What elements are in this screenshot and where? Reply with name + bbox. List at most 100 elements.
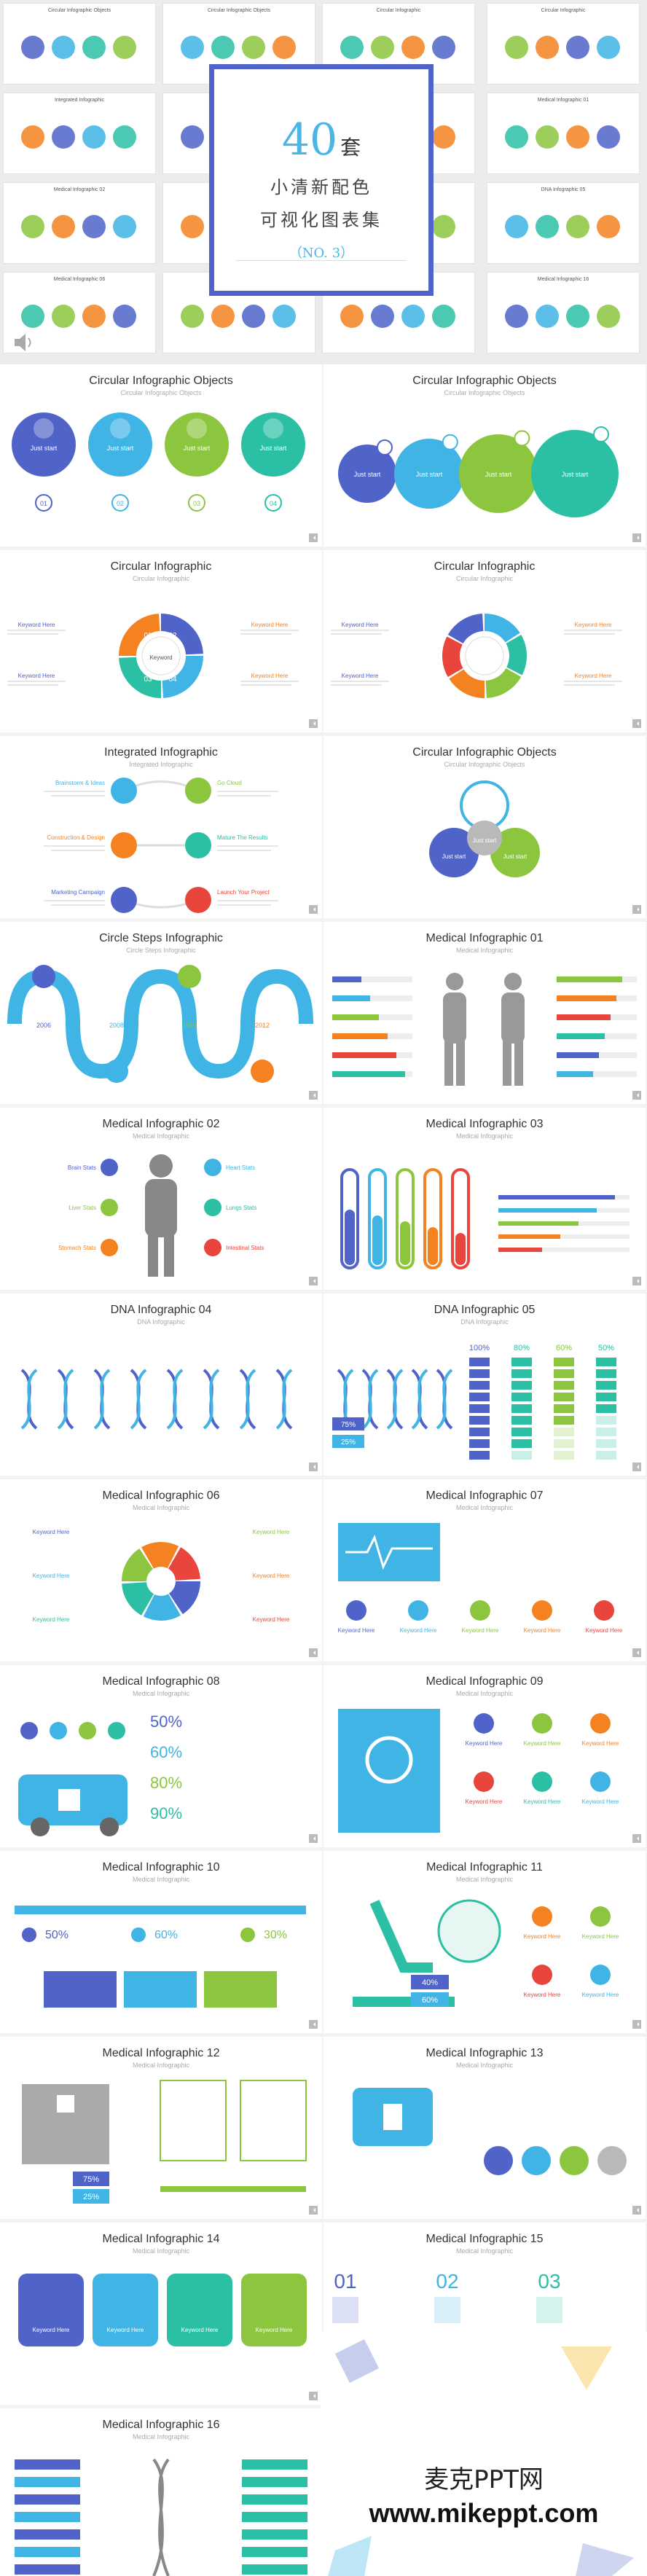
slide-nav-icon[interactable] <box>309 2020 318 2029</box>
slide-nav-icon[interactable] <box>309 1648 318 1657</box>
slide-subtitle: Medical Infographic <box>132 1876 190 1883</box>
first-aid-cross <box>383 2104 402 2130</box>
test-tube-fill <box>455 1233 466 1265</box>
slide-nav-icon[interactable] <box>309 1463 318 1471</box>
slide-graphic: 50%60%30% <box>15 1906 306 2008</box>
slide-title: DNA Infographic 05 <box>434 1304 536 1316</box>
thumbnail-mark <box>113 36 136 59</box>
slide-nav-icon[interactable] <box>632 905 641 914</box>
keyword-label: Keyword Here <box>33 1573 70 1579</box>
cover-thumbnail[interactable]: Circular Infographic <box>487 3 640 85</box>
percent-value: 60% <box>150 1743 182 1761</box>
slide-nav-icon[interactable] <box>309 1277 318 1285</box>
bar-fill <box>557 1033 605 1039</box>
slide-nav-icon[interactable] <box>309 2206 318 2215</box>
watermark-panel: 麦克PPT网 www.mikeppt.com <box>321 2332 647 2576</box>
text-placeholder <box>217 904 271 906</box>
thumbnail-mark <box>432 36 455 59</box>
thumbnail-mark <box>21 125 44 149</box>
cycle-segment <box>119 614 160 656</box>
bar-fill <box>498 1234 560 1239</box>
slide-nav-icon[interactable] <box>309 1834 318 1843</box>
cover-thumbnail[interactable]: Medical Infographic 06 <box>3 272 156 353</box>
bubble-label: Just start <box>354 471 381 478</box>
thumbnail-mark <box>82 125 106 149</box>
slide-nav-icon[interactable] <box>309 719 318 728</box>
slide-nav-icon[interactable] <box>632 1277 641 1285</box>
thumbnail-title: Medical Infographic 01 <box>537 98 589 103</box>
bubble-label: Just start <box>485 471 512 478</box>
thumbnail-mark <box>21 36 44 59</box>
slide-nav-icon[interactable] <box>632 2206 641 2215</box>
stat-block <box>511 1439 532 1448</box>
slide-title: Medical Infographic 12 <box>102 2047 220 2059</box>
text-placeholder <box>240 630 299 631</box>
body-leg <box>456 1038 465 1086</box>
bar-fill <box>498 1208 597 1213</box>
bubble-label: Just start <box>107 445 134 452</box>
slide-nav-icon[interactable] <box>632 1648 641 1657</box>
thumbnail-art <box>21 125 136 149</box>
cover-thumbnail[interactable]: Medical Infographic 02 <box>3 182 156 264</box>
cover-thumbnail[interactable]: Circular Infographic Objects <box>3 3 156 85</box>
slide-nav-icon[interactable] <box>632 1834 641 1843</box>
slide-nav-icon[interactable] <box>309 1091 318 1100</box>
keyword-tag <box>15 2564 80 2575</box>
cover-thumbnail[interactable]: Integrated Infographic <box>3 93 156 174</box>
slide-title: Medical Infographic 07 <box>426 1489 544 1502</box>
step-icon <box>536 2297 562 2323</box>
thumbnail-mark <box>113 305 136 328</box>
dna-strand <box>275 1369 293 1430</box>
slide-title: Circular Infographic Objects <box>89 375 233 387</box>
stat-block <box>469 1358 490 1366</box>
slide-nav-icon[interactable] <box>632 533 641 542</box>
cover-line-3: （NO. 3） <box>289 246 354 261</box>
keyword-label: Keyword Here <box>582 1933 619 1940</box>
timeline-dot <box>240 1927 255 1942</box>
slide-nav-icon[interactable] <box>309 905 318 914</box>
slide-nav-icon[interactable] <box>632 1091 641 1100</box>
cover-thumbnail[interactable]: Medical Infographic 01 <box>487 93 640 174</box>
slide-nav-icon[interactable] <box>309 2392 318 2400</box>
slide-nav-icon[interactable] <box>632 1463 641 1471</box>
body-head <box>504 973 522 990</box>
bar-fill <box>332 1014 379 1020</box>
feature-icon <box>532 1906 552 1927</box>
slide-nav-icon[interactable] <box>632 2020 641 2029</box>
speaker-icon[interactable] <box>10 329 36 356</box>
test-tube <box>396 1168 415 1269</box>
cover-thumbnail[interactable]: Medical Infographic 16 <box>487 272 640 353</box>
keyword-label: Keyword Here <box>524 1740 561 1747</box>
organ-icon <box>204 1199 221 1216</box>
slide-nav-icon[interactable] <box>309 533 318 542</box>
cover-thumbnail[interactable]: DNA Infographic 05 <box>487 182 640 264</box>
slide-subtitle: Medical Infographic <box>455 947 514 954</box>
slide-nav-icon[interactable] <box>632 719 641 728</box>
bubble-number <box>593 426 609 442</box>
